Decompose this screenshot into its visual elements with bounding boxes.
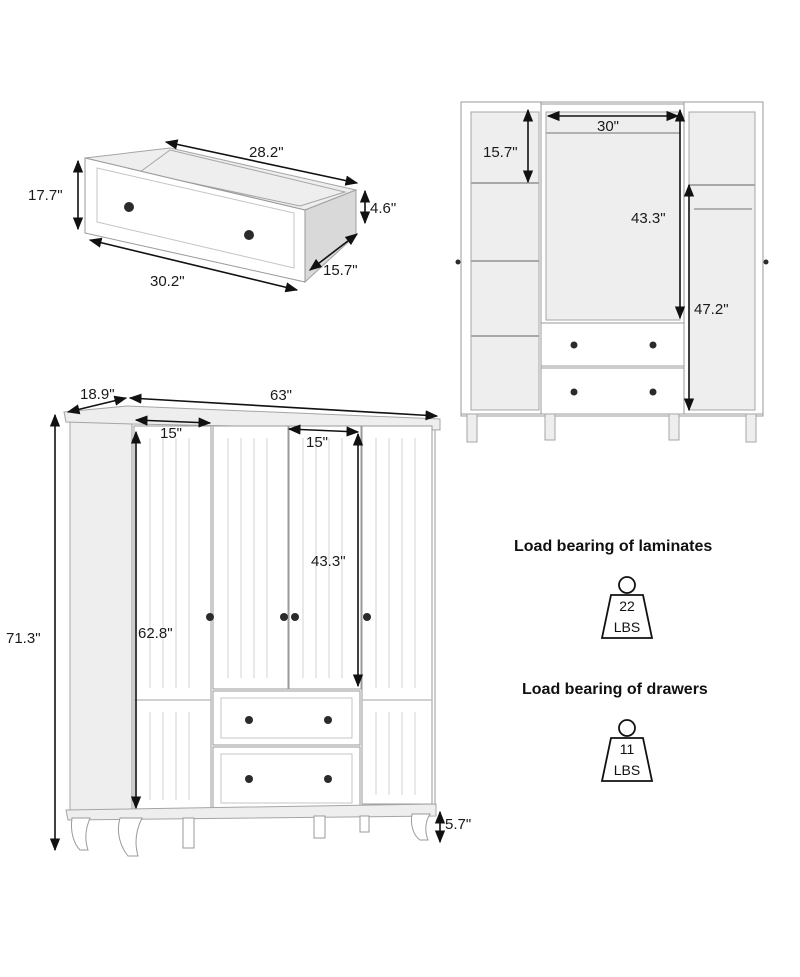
drawer-knob-icon bbox=[245, 775, 253, 783]
drawers-load-unit: LBS bbox=[614, 762, 640, 778]
drawer-knob-icon bbox=[324, 775, 332, 783]
front-dimensions: 18.9" 63" 15" 15" 71.3" 62.8" 43.3" 5.7" bbox=[6, 386, 471, 852]
front-depth-label: 18.9" bbox=[80, 386, 115, 403]
drawer-back-width-label: 28.2" bbox=[249, 144, 284, 161]
drawer-knob-icon bbox=[124, 202, 134, 212]
door-knob-icon bbox=[206, 613, 214, 621]
drawer-depth-label: 15.7" bbox=[323, 262, 358, 279]
wardrobe-front-illustration bbox=[63, 405, 441, 857]
leg-height-label: 5.7" bbox=[445, 816, 471, 833]
interior-top-width-label: 30" bbox=[597, 118, 619, 135]
drawer-knob-icon bbox=[570, 341, 578, 349]
interior-dimensions: 30" 15.7" 43.3" 47.2" bbox=[483, 108, 729, 412]
drawer-illustration bbox=[84, 147, 358, 284]
drawer-height-label: 17.7" bbox=[28, 187, 63, 204]
laminates-load-title: Load bearing of laminates bbox=[514, 538, 712, 555]
drawers-load-title: Load bearing of drawers bbox=[522, 681, 708, 698]
drawers-load-value: 11 bbox=[620, 741, 635, 757]
load-bearing-laminates: Load bearing of laminates 22 LBS bbox=[514, 538, 712, 639]
right-door-width-label: 15" bbox=[306, 434, 328, 451]
door-knob-icon bbox=[291, 613, 299, 621]
door-knob-icon bbox=[280, 613, 288, 621]
door-knob-icon bbox=[363, 613, 371, 621]
total-height-label: 71.3" bbox=[6, 630, 41, 647]
left-door-width-label: 15" bbox=[160, 425, 182, 442]
drawer-knob-icon bbox=[324, 716, 332, 724]
drawer-inner-depth-label: 4.6" bbox=[370, 200, 396, 217]
interior-center-height-label: 43.3" bbox=[631, 210, 666, 227]
load-bearing-drawers: Load bearing of drawers 11 LBS bbox=[522, 681, 708, 782]
drawer-dimensions: 17.7" 28.2" 4.6" 30.2" 15.7" bbox=[28, 139, 396, 293]
drawer-knob-icon bbox=[570, 388, 578, 396]
interior-left-shelf-label: 15.7" bbox=[483, 144, 518, 161]
drawer-front-width-label: 30.2" bbox=[150, 273, 185, 290]
interior-right-height-label: 47.2" bbox=[694, 301, 729, 318]
laminates-load-value: 22 bbox=[619, 598, 635, 614]
laminates-load-unit: LBS bbox=[614, 619, 640, 635]
center-door-height-label: 43.3" bbox=[311, 553, 346, 570]
drawer-knob-icon bbox=[649, 341, 657, 349]
drawer-knob-icon bbox=[649, 388, 657, 396]
drawer-knob-icon bbox=[244, 230, 254, 240]
weight-icon bbox=[618, 719, 636, 737]
side-door-height-label: 62.8" bbox=[138, 625, 173, 642]
front-width-label: 63" bbox=[270, 387, 292, 404]
weight-icon bbox=[618, 576, 636, 594]
drawer-knob-icon bbox=[245, 716, 253, 724]
